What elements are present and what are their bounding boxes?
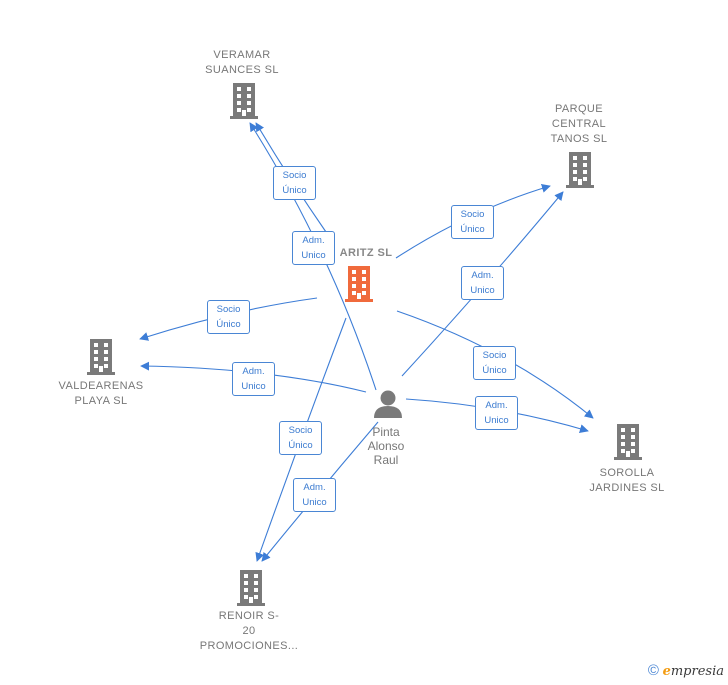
node-label-parque[interactable]: PARQUE CENTRAL TANOS SL	[550, 103, 608, 145]
relation-socio-unico[interactable]: Socio Único	[451, 205, 494, 239]
relation-adm-unico[interactable]: Adm. Unico	[293, 478, 336, 512]
building-icon[interactable]	[345, 266, 373, 302]
building-icon[interactable]	[614, 424, 642, 460]
person-icon[interactable]	[374, 390, 402, 419]
building-icon[interactable]	[566, 152, 594, 188]
building-icon[interactable]	[87, 339, 115, 375]
node-label-veramar[interactable]: VERAMAR SUANCES SL	[205, 49, 279, 76]
node-label-renoir[interactable]: RENOIR S- 20 PROMOCIONES...	[199, 610, 299, 652]
node-label-sorolla[interactable]: SOROLLA JARDINES SL	[589, 467, 665, 494]
node-label-person[interactable]: Pinta Alonso Raul	[367, 425, 405, 467]
relation-adm-unico[interactable]: Adm. Unico	[292, 231, 335, 265]
copyright-icon: ©	[647, 662, 659, 679]
relation-adm-unico[interactable]: Adm. Unico	[461, 266, 504, 300]
relation-socio-unico[interactable]: Socio Único	[207, 300, 250, 334]
relation-adm-unico[interactable]: Adm. Unico	[475, 396, 518, 430]
brand-name: empresia	[662, 664, 724, 679]
empresia-brand[interactable]: © empresia	[648, 662, 724, 679]
relation-socio-unico[interactable]: Socio Único	[473, 346, 516, 380]
building-icon[interactable]	[230, 83, 258, 119]
relation-adm-unico[interactable]: Adm. Unico	[232, 362, 275, 396]
node-label-aritz[interactable]: ARITZ SL	[339, 247, 393, 259]
relation-socio-unico[interactable]: Socio Único	[279, 421, 322, 455]
node-label-valdearenas[interactable]: VALDEARENAS PLAYA SL	[58, 380, 144, 407]
relation-socio-unico[interactable]: Socio Único	[273, 166, 316, 200]
building-icon[interactable]	[237, 570, 265, 606]
